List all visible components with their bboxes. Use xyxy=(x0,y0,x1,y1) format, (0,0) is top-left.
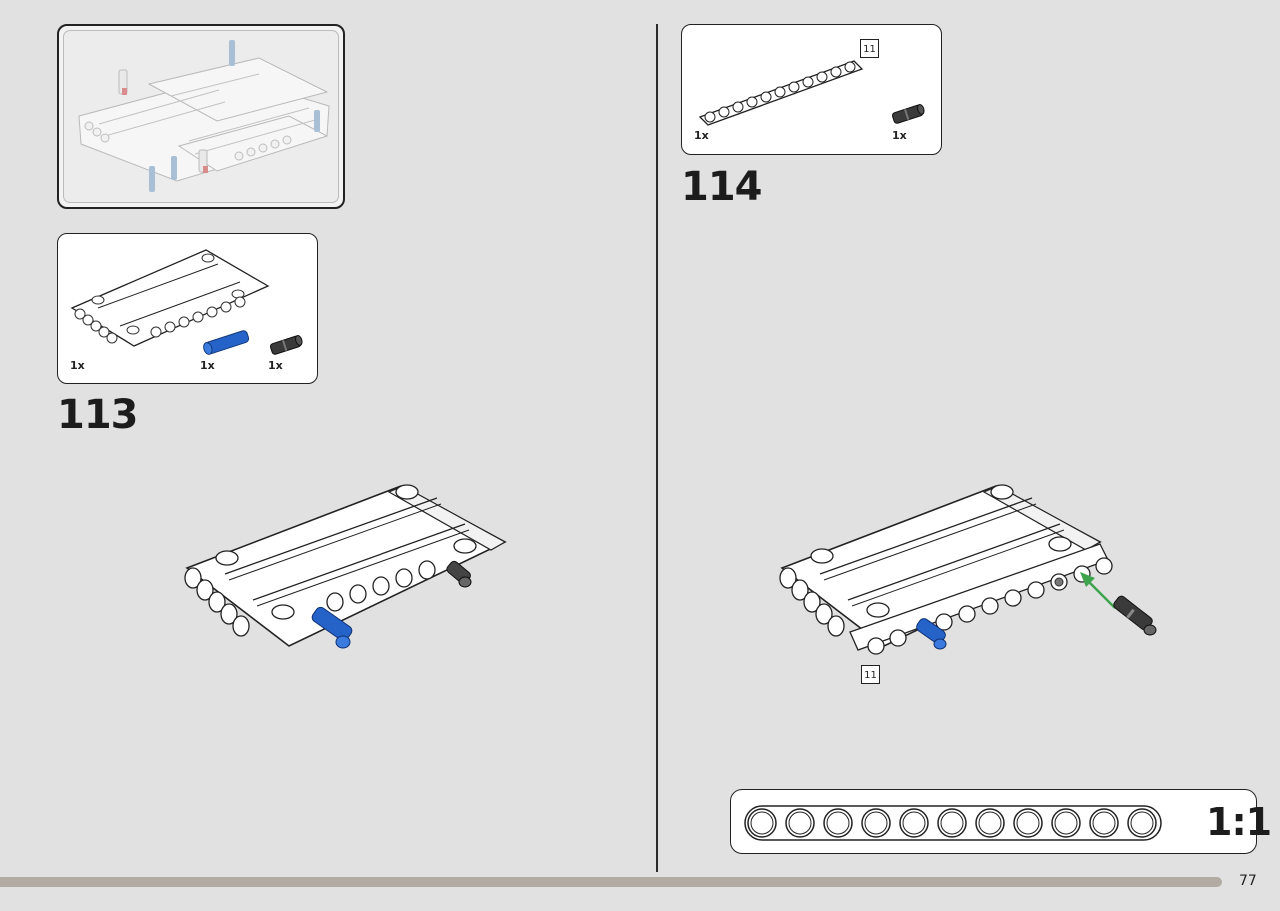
blue-pin xyxy=(311,606,353,649)
beam-part-icon xyxy=(698,60,864,126)
page-number: 77 xyxy=(1239,873,1257,889)
step-114-assembly-illustration xyxy=(779,484,1157,655)
page-divider xyxy=(656,24,658,872)
beam-size-label: 11 xyxy=(860,39,879,58)
black-pin xyxy=(446,560,472,588)
submodel-preview-illustration xyxy=(78,40,330,192)
submodel-preview-box xyxy=(57,24,345,209)
insertion-arrow xyxy=(1080,572,1116,609)
part-qty: 1x xyxy=(268,359,283,372)
part-qty: 1x xyxy=(694,129,709,142)
panel-part-icon xyxy=(70,249,270,347)
beam-callout-label: 11 xyxy=(861,665,880,684)
step-number-114: 114 xyxy=(681,164,762,210)
part-qty: 1x xyxy=(892,129,907,142)
black-pin-part-icon xyxy=(269,335,303,355)
scale-label: 1:1 xyxy=(1206,800,1272,844)
scale-reference-box xyxy=(730,789,1257,854)
beam-scale-drawing xyxy=(744,805,1162,841)
step-113-assembly-illustration xyxy=(184,484,507,649)
step-number-113: 113 xyxy=(57,392,138,438)
black-pin-part-icon xyxy=(891,104,925,124)
blue-pin xyxy=(916,618,947,650)
parts-list-box-114: 11 1x 1x xyxy=(681,24,942,155)
black-pin xyxy=(1113,595,1157,636)
blue-pin-part-icon xyxy=(203,330,250,355)
part-qty: 1x xyxy=(70,359,85,372)
progress-bar xyxy=(0,877,1222,887)
part-qty: 1x xyxy=(200,359,215,372)
parts-list-box-113: 1x 1x 1x xyxy=(57,233,318,384)
